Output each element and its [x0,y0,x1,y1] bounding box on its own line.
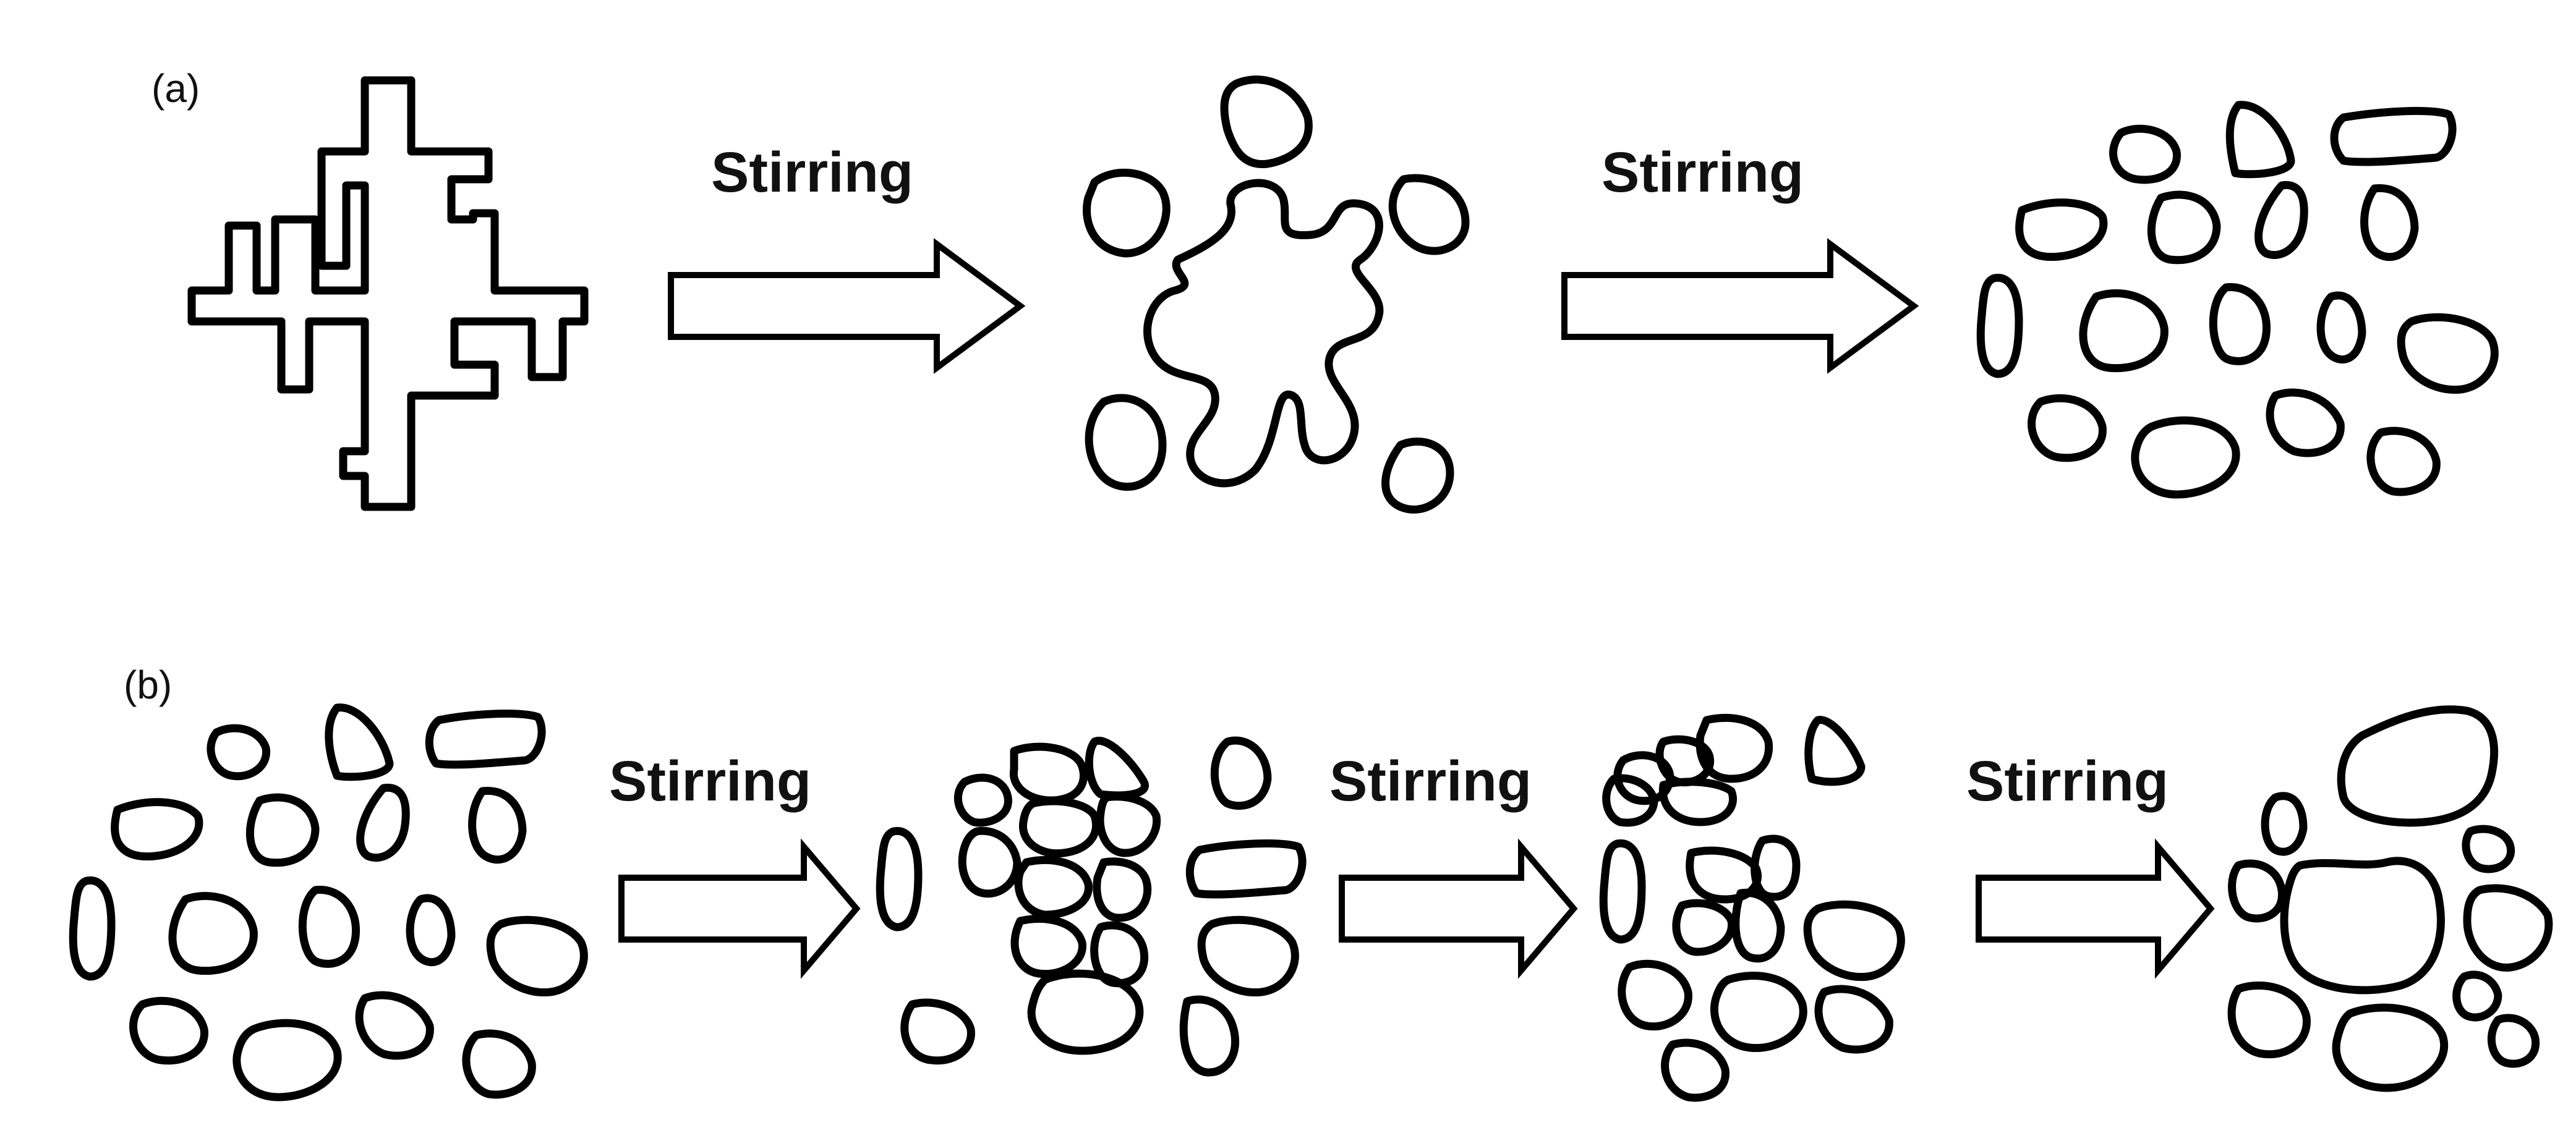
panel-b-label: (b) [124,663,172,707]
panel-b: (b) Stirring [69,663,2553,1102]
arrow-b1 [618,838,861,979]
stirring-label-b3: Stirring [1966,750,2169,813]
stirring-step-a2: Stirring [1561,141,1919,374]
arrow-b3 [1976,838,2215,979]
agglomerate-stage-3 [1599,713,1905,1102]
stirring-step-a1: Stirring [668,141,1026,374]
stirring-label-b1: Stirring [609,750,811,813]
stirring-label-a1: Stirring [711,141,913,204]
arrow-a2 [1561,238,1919,374]
stirring-label-a2: Stirring [1601,141,1804,204]
equiaxed-grains-a [1976,101,2499,499]
arrow-b2 [1339,838,1578,979]
dendrite-shape [187,76,589,511]
panel-a: (a) Stirring Stirring [151,66,2499,514]
arrow-a1 [668,238,1026,374]
stirring-step-b1: Stirring [609,750,861,979]
agglomerate-stage-2 [876,736,1307,1077]
coarsened-grains [2227,705,2553,1092]
stirring-step-b2: Stirring [1329,750,1578,979]
stirring-step-b3: Stirring [1966,750,2215,979]
equiaxed-grains-b [69,703,588,1101]
panel-a-label: (a) [151,66,200,111]
stirring-label-b2: Stirring [1329,750,1532,813]
fragmented-dendrite [1083,75,1470,514]
